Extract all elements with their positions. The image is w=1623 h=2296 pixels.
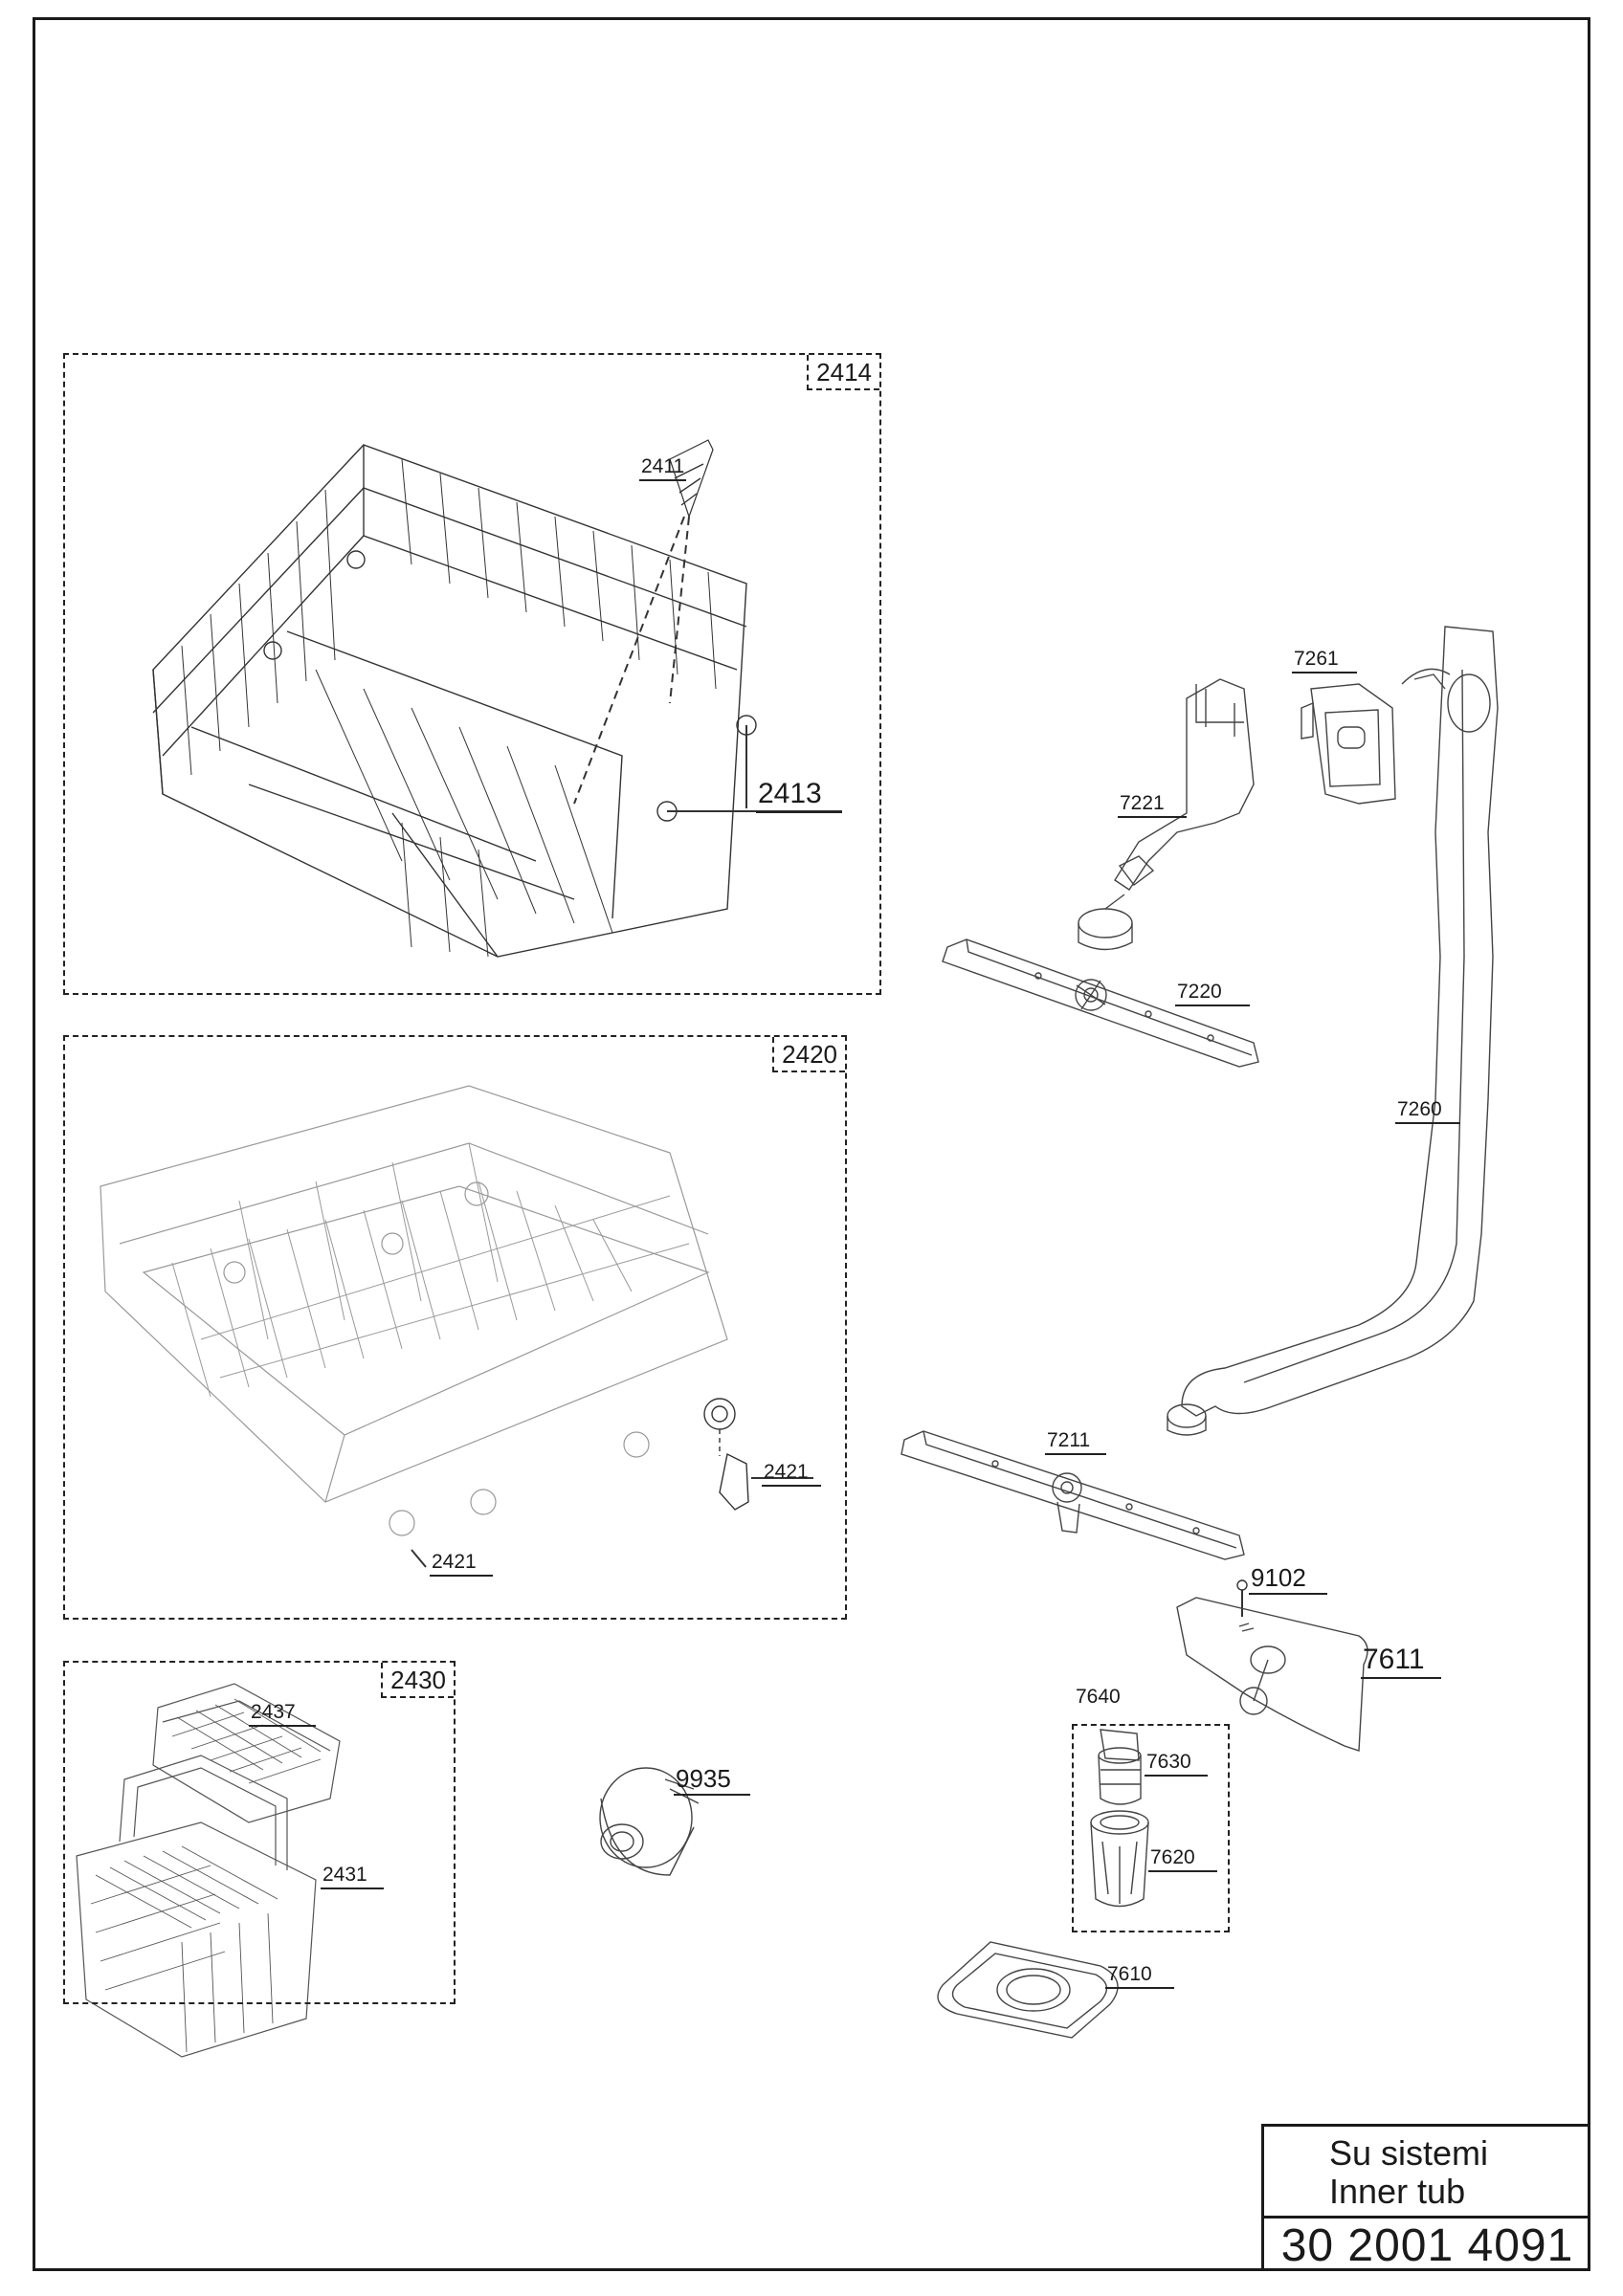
- part-label-7261: 7261: [1292, 648, 1357, 673]
- part-7630-drawing: [1098, 1729, 1142, 1805]
- drawing-sheet-border: [33, 17, 1590, 2271]
- group-label-2420: 2420: [772, 1037, 845, 1072]
- part-label-7630: 7630: [1145, 1751, 1208, 1777]
- part-7610-drawing: [937, 1941, 1119, 2039]
- part-label-7610: 7610: [1105, 1963, 1174, 1989]
- group-cutlery-basket: 2430: [63, 1661, 456, 2004]
- title-line-turkish: Su sistemi: [1329, 2133, 1489, 2173]
- part-label-9102: 9102: [1249, 1563, 1327, 1595]
- part-label-7211: 7211: [1045, 1429, 1106, 1455]
- group-label-2430: 2430: [381, 1663, 454, 1698]
- part-label-7221: 7221: [1118, 792, 1187, 818]
- part-label-2431: 2431: [321, 1864, 384, 1889]
- group-upper-basket: 2414: [63, 353, 881, 995]
- part-label-2437: 2437: [249, 1701, 316, 1727]
- drawing-number: 30 2001 4091: [1280, 2220, 1574, 2271]
- lower-basket-wheel: [411, 1398, 813, 1568]
- lower-basket-drawing: [100, 1085, 728, 1536]
- part-7261-drawing: [1301, 683, 1396, 805]
- part-7620-drawing: [1090, 1810, 1149, 1908]
- group-lower-basket: 2420: [63, 1035, 847, 1620]
- part-label-2413: 2413: [756, 778, 842, 813]
- part-7211-drawing: [900, 1430, 1245, 1560]
- part-label-7611: 7611: [1361, 1644, 1441, 1679]
- part-7221-drawing: [1078, 678, 1255, 951]
- part-label-7220: 7220: [1175, 981, 1250, 1006]
- title-block-description: Su sistemi Inner tub: [1264, 2127, 1590, 2219]
- group-filter-7640: [1072, 1724, 1230, 1932]
- part-label-9935: 9935: [674, 1764, 750, 1796]
- part-7611-drawing: [1176, 1597, 1368, 1752]
- part-label-7260: 7260: [1395, 1098, 1460, 1124]
- upper-basket-drawing: [152, 439, 842, 958]
- part-7220-drawing: [942, 938, 1259, 1068]
- part-9102-drawing: [1236, 1579, 1248, 1617]
- part-label-2411: 2411: [639, 455, 687, 481]
- part-7260-drawing: [1167, 626, 1499, 1436]
- group-label-2414: 2414: [807, 355, 879, 390]
- part-label-7620: 7620: [1148, 1846, 1217, 1872]
- cutlery-basket-drawing: [76, 1683, 341, 2058]
- title-block: Su sistemi Inner tub 30 2001 4091: [1261, 2124, 1590, 2271]
- part-label-2421-wheel: 2421: [762, 1461, 821, 1487]
- part-9935-drawing: [599, 1767, 700, 1876]
- part-label-2421-lower: 2421: [430, 1551, 493, 1577]
- part-label-7640: 7640: [1076, 1686, 1121, 1708]
- title-line-english: Inner tub: [1329, 2172, 1466, 2211]
